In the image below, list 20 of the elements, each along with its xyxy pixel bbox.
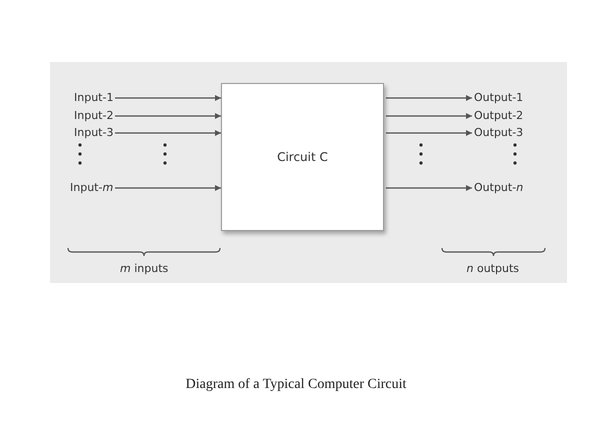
arrow <box>386 95 472 101</box>
arrow <box>386 113 472 119</box>
output-label: Output-3 <box>474 126 524 140</box>
brace-label: m inputs <box>120 262 168 276</box>
caption: Diagram of a Typical Computer Circuit <box>184 377 408 393</box>
arrow <box>386 185 472 191</box>
arrow <box>115 130 221 136</box>
brace-label: n outputs <box>466 262 519 276</box>
circuit-block: Circuit C <box>221 83 384 231</box>
input-label: Input-3 <box>74 126 114 140</box>
input-label: Input-2 <box>74 109 114 123</box>
arrow <box>115 113 221 119</box>
input-label: Input-1 <box>74 91 114 105</box>
input-label: Input-m <box>70 181 114 195</box>
arrow <box>115 95 221 101</box>
output-label: Output-n <box>474 181 524 195</box>
arrow <box>386 130 472 136</box>
output-label: Output-2 <box>474 109 524 123</box>
arrow <box>115 185 221 191</box>
output-label: Output-1 <box>474 91 524 105</box>
